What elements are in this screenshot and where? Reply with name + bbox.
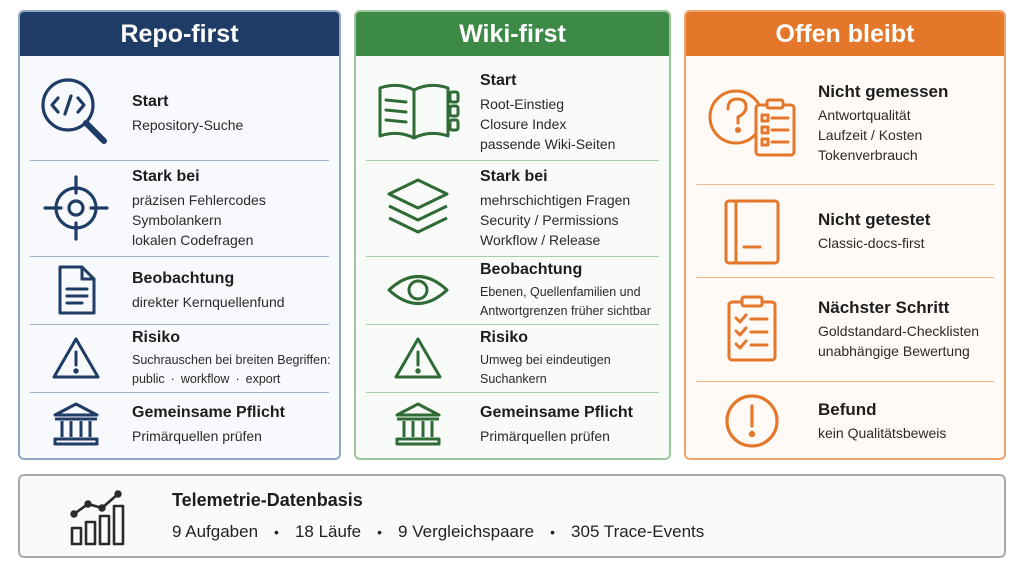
not-measured-row: Nicht gemessen Antwortqualität Laufzeit … (686, 68, 1004, 178)
eye-icon (356, 269, 480, 311)
row-heading: Gemeinsame Pflicht (480, 403, 633, 421)
row-line: präzisen Fehlercodes (132, 191, 266, 208)
row-line: Workflow / Release (480, 231, 601, 248)
row-line: Suchrauschen bei breiten Begriffen: (132, 352, 331, 367)
repo-observation-row: Beobachtung direkter Kernquellenfund (20, 257, 339, 323)
next-step-row: Nächster Schritt Goldstandard-Checkliste… (686, 278, 1004, 380)
row-tags: public·workflow·export (132, 371, 281, 386)
row-line: Security / Permissions (480, 211, 619, 228)
row-heading: Start (480, 71, 517, 89)
row-line: Primärquellen prüfen (132, 427, 262, 444)
finding-row: Befund kein Qualitätsbeweis (686, 382, 1004, 458)
wiki-risk-row: Risiko Umweg bei eindeutigen Suchankern (356, 325, 669, 391)
panel-title: Offen bleibt (686, 12, 1004, 56)
divider (366, 160, 659, 161)
crosshair-icon (20, 173, 132, 243)
divider (30, 324, 329, 325)
stat-tasks: 9 Aufgaben (172, 522, 259, 541)
wiki-first-panel: Wiki-first Start Root-Einstieg Closu (354, 10, 671, 460)
row-heading: Nächster Schritt (818, 297, 950, 317)
warning-icon (356, 335, 480, 381)
divider (366, 256, 659, 257)
repo-first-panel: Repo-first Start Repository-Suche (18, 10, 341, 460)
tag: public (132, 371, 165, 386)
divider (696, 381, 994, 382)
row-heading: Risiko (132, 328, 181, 346)
row-line: Root-Einstieg (480, 95, 565, 112)
row-line: Tokenverbrauch (818, 146, 918, 163)
row-line: Classic-docs-first (818, 234, 925, 251)
row-line: Ebenen, Quellenfamilien und (480, 284, 641, 299)
row-line: Primärquellen prüfen (480, 427, 610, 444)
open-items-panel: Offen bleibt Nicht (684, 10, 1006, 460)
layers-icon (356, 176, 480, 240)
repo-start-row: Start Repository-Suche (20, 66, 339, 160)
divider (366, 392, 659, 393)
divider (30, 160, 329, 161)
wiki-duty-row: Gemeinsame Pflicht Primärquellen prüfen (356, 393, 669, 455)
code-search-icon (20, 71, 132, 155)
row-line: Antwortgrenzen früher sichtbar (480, 303, 651, 318)
telemetry-panel: Telemetrie-Datenbasis 9 Aufgaben • 18 Lä… (18, 474, 1006, 558)
document-icon (20, 264, 132, 316)
divider (366, 324, 659, 325)
divider (696, 277, 994, 278)
row-line: kein Qualitätsbeweis (818, 424, 947, 441)
divider (30, 392, 329, 393)
divider (30, 256, 329, 257)
row-line: Goldstandard-Checklisten (818, 322, 980, 339)
row-line: Antwortqualität (818, 106, 911, 123)
exclamation-circle-icon (686, 391, 818, 451)
row-heading: Stark bei (480, 167, 548, 185)
row-line: Umweg bei eindeutigen Suchankern (480, 352, 611, 386)
row-heading: Nicht getestet (818, 209, 931, 229)
repo-risk-row: Risiko Suchrauschen bei breiten Begriffe… (20, 325, 339, 391)
row-line: lokalen Codefragen (132, 231, 254, 248)
row-heading: Beobachtung (132, 269, 235, 287)
warning-icon (20, 335, 132, 381)
book-icon (356, 80, 480, 144)
closed-book-icon (686, 195, 818, 267)
row-heading: Start (132, 92, 169, 110)
row-line: mehrschichtigen Fragen (480, 191, 631, 208)
institution-icon (20, 401, 132, 447)
stat-pairs: 9 Vergleichspaare (398, 522, 535, 541)
stat-runs: 18 Läufe (294, 522, 362, 541)
telemetry-stats: 9 Aufgaben • 18 Läufe • 9 Vergleichspaar… (172, 522, 705, 541)
row-line: direkter Kernquellenfund (132, 293, 285, 310)
panel-title: Wiki-first (356, 12, 669, 56)
telemetry-title: Telemetrie-Datenbasis (172, 490, 363, 510)
row-heading: Befund (818, 399, 877, 419)
panel-title: Repo-first (20, 12, 339, 56)
row-heading: Gemeinsame Pflicht (132, 403, 285, 421)
divider (696, 184, 994, 185)
stat-events: 305 Trace-Events (571, 522, 705, 541)
question-checklist-icon (686, 83, 818, 163)
repo-strong-row: Stark bei präzisen Fehlercodes Symbolank… (20, 161, 339, 255)
growth-chart-icon (68, 488, 134, 553)
row-heading: Nicht gemessen (818, 81, 949, 101)
repo-duty-row: Gemeinsame Pflicht Primärquellen prüfen (20, 393, 339, 455)
row-line: unabhängige Bewertung (818, 342, 970, 359)
row-heading: Beobachtung (480, 260, 583, 278)
institution-icon (356, 401, 480, 447)
row-line: Repository-Suche (132, 116, 244, 133)
clipboard-checklist-icon (686, 294, 818, 364)
wiki-start-row: Start Root-Einstieg Closure Index passen… (356, 64, 669, 160)
row-line: Symbolankern (132, 211, 222, 228)
wiki-observation-row: Beobachtung Ebenen, Quellenfamilien und … (356, 257, 669, 323)
tag: export (245, 371, 281, 386)
row-heading: Stark bei (132, 167, 200, 185)
not-tested-row: Nicht getestet Classic-docs-first (686, 185, 1004, 277)
wiki-strong-row: Stark bei mehrschichtigen Fragen Securit… (356, 161, 669, 255)
row-line: Closure Index (480, 115, 567, 132)
row-line: passende Wiki-Seiten (480, 135, 616, 152)
row-line: Laufzeit / Kosten (818, 126, 923, 143)
row-heading: Risiko (480, 328, 529, 346)
tag: workflow (180, 371, 230, 386)
